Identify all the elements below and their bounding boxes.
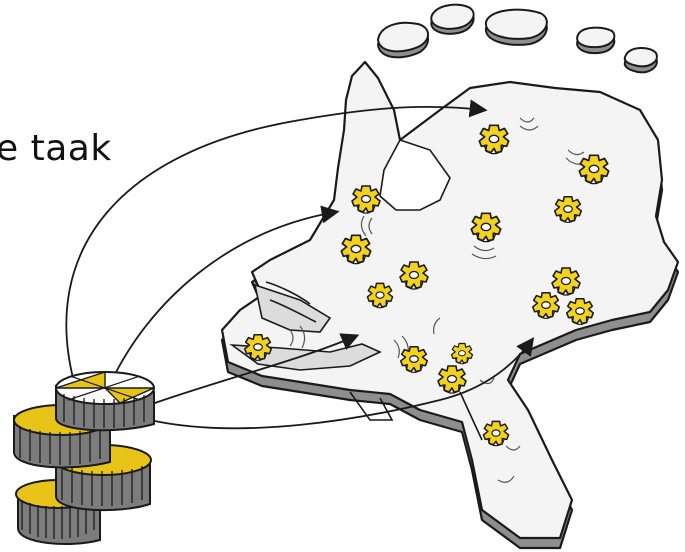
coin-stack-icon [14,372,154,544]
island-group [378,5,657,73]
